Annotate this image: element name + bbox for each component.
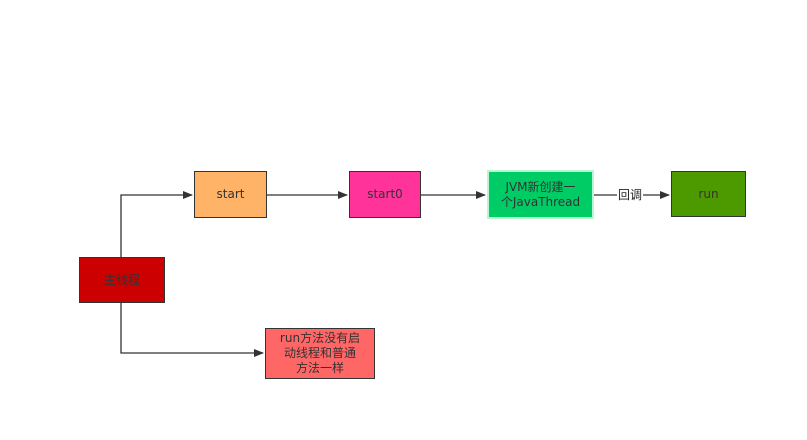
node-run-note-line-1: run方法没有启 (279, 331, 361, 345)
node-run-label: run (698, 186, 719, 201)
node-run[interactable]: run (671, 171, 746, 217)
node-run-note-line-2: 动线程和普通 (283, 346, 356, 360)
node-jvm-new-thread[interactable]: JVM新创建一 个JavaThread (487, 170, 594, 219)
node-run-note[interactable]: run方法没有启 动线程和普通 方法一样 (265, 328, 375, 379)
edge-main-to-start (120, 191, 193, 257)
node-start0[interactable]: start0 (349, 171, 421, 218)
node-start0-label: start0 (367, 187, 403, 201)
node-start-label: start (216, 187, 245, 201)
node-run-note-line-3: 方法一样 (295, 361, 344, 375)
node-jvm-label-line-2: 个JavaThread (500, 194, 581, 209)
node-main-thread-label: 主线程 (103, 272, 140, 287)
node-main-thread[interactable]: 主线程 (79, 257, 165, 303)
edge-main-to-note (120, 303, 264, 357)
edge-label-callback: 回调 (617, 187, 644, 203)
node-start[interactable]: start (194, 171, 267, 218)
node-jvm-label-line-1: JVM新创建一 (505, 179, 576, 194)
